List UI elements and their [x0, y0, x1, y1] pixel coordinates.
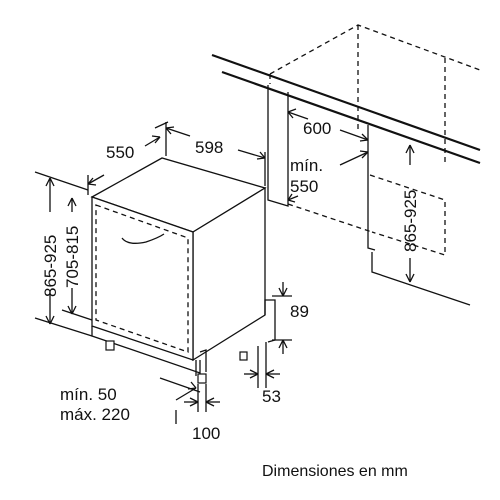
rear-plinth-profile: [264, 299, 276, 343]
niche-width-dimension: 600 mín. 550: [287, 108, 369, 203]
right-panel: [367, 125, 376, 251]
total-height-label: 865-925: [41, 235, 60, 297]
front-panel-dashed: [95, 204, 189, 353]
worktop-back-edge: [221, 70, 481, 165]
plinth-step: [199, 349, 207, 372]
cabinet-niche: [211, 24, 481, 306]
foot-depth-label: 100: [192, 424, 220, 443]
width-label: 598: [195, 138, 223, 157]
inner-height-dimension: 705-815: [61, 197, 93, 321]
plinth-height-label: 89: [290, 302, 309, 321]
lower-cabinet-dashed: [369, 174, 446, 256]
plinth-height-dimension: 89: [272, 282, 309, 354]
width-dimension: 598: [165, 122, 266, 186]
plinth-min-label: mín. 50: [60, 385, 117, 404]
niche-min-label: mín.: [290, 156, 323, 175]
plinth-offset-dimension: 53: [244, 342, 281, 406]
units-caption: Dimensiones en mm: [262, 463, 408, 480]
niche-width-label: 600: [303, 119, 331, 138]
front-foot-right: [197, 373, 207, 384]
right-panel-base: [371, 252, 471, 306]
niche-min-value: 550: [290, 177, 318, 196]
upper-cabinet-dashed: [269, 24, 481, 130]
total-height-dimension: 865-925: [34, 171, 93, 337]
niche-floor-dashed: [287, 203, 373, 233]
plinth-depth-dimension: mín. 50 máx. 220: [60, 360, 201, 424]
dishwasher-front: [91, 196, 194, 361]
plinth: [91, 326, 201, 374]
plinth-max-label: máx. 220: [60, 405, 130, 424]
door-handle: [121, 233, 165, 244]
niche-height-dimension: 865-925: [401, 144, 420, 283]
depth-label: 550: [106, 143, 134, 162]
foot-depth-dimension: 100: [184, 384, 220, 443]
worktop-front-edge: [211, 53, 481, 152]
inner-height-label: 705-815: [63, 226, 82, 288]
dishwasher: [90, 157, 276, 384]
left-panel: [267, 85, 289, 207]
rear-foot: [239, 351, 248, 361]
niche-height-label: 865-925: [401, 190, 420, 252]
plinth-offset-label: 53: [262, 387, 281, 406]
front-foot-left: [105, 340, 115, 351]
